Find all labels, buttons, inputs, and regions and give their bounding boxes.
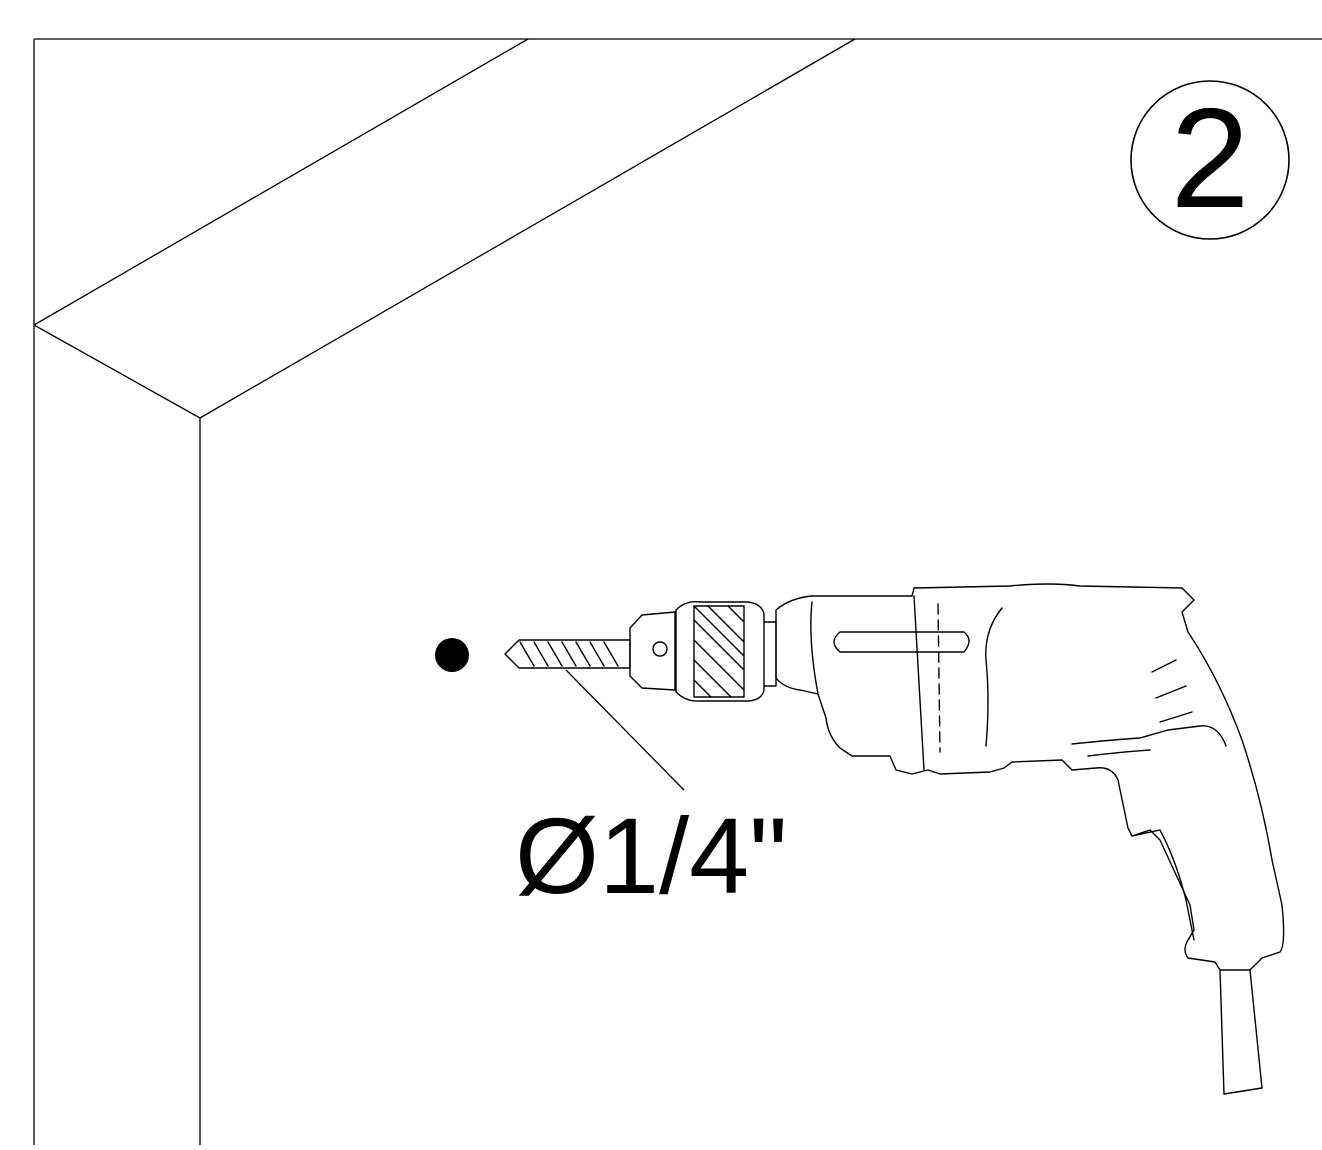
drill-chuck-nose [629,611,676,691]
drill-chuck-collar [675,600,765,702]
drill-power-cord [1219,969,1263,1095]
drill-bit [504,639,631,669]
drill-vent-slot [833,631,970,653]
grip-ridge-1 [1151,659,1177,673]
drill-bit-size-label: Ø1/4" [515,795,787,916]
drill-body-seam-front [913,595,925,771]
hole-marker-icon [435,638,469,672]
bevel-outer-diagonal [33,38,529,326]
power-drill-icon [504,583,1285,1095]
step-number-text: 2 [1171,79,1250,238]
drill-trigger-guard [1071,725,1227,747]
drill-handle-inner [1131,829,1195,941]
bevel-inner-diagonal [199,38,856,419]
bit-size-leader-line [565,669,685,791]
drill-body-shell [775,583,1285,971]
drill-body-seam-mid [937,603,941,753]
grip-ridge-3 [1159,711,1193,723]
drill-body-seam-rear [985,607,1003,747]
cabinet-corner [33,38,1322,1145]
drill-trigger-line [1087,749,1151,757]
step-number-circle [1130,80,1290,240]
grip-ridge-2 [1155,685,1187,699]
step-number-badge: 2 [1130,79,1290,240]
drill-front-cap-edge [810,601,819,695]
drill-neck [763,621,777,687]
corner-joint-line [33,324,201,419]
